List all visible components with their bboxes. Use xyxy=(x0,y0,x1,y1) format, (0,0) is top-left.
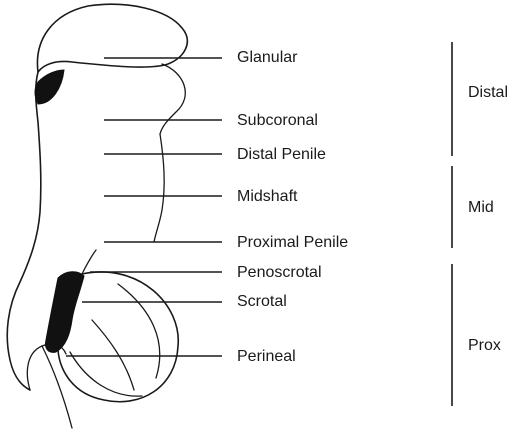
scrotal-fold-2 xyxy=(70,352,142,396)
lower-stem-line xyxy=(42,346,72,428)
label-midshaft: Midshaft xyxy=(237,188,298,205)
glans-outline xyxy=(37,4,187,72)
label-penoscrotal: Penoscrotal xyxy=(237,264,322,281)
level-labels: Glanular Subcoronal Distal Penile Midsha… xyxy=(237,49,348,365)
label-perineal: Perineal xyxy=(237,348,296,365)
label-scrotal: Scrotal xyxy=(237,293,287,310)
label-subcoronal: Subcoronal xyxy=(237,112,318,129)
group-label-distal: Distal xyxy=(468,84,508,101)
shaded-glans-region xyxy=(35,70,64,104)
anatomy-illustration xyxy=(7,4,187,428)
label-distal-penile: Distal Penile xyxy=(237,146,326,163)
perineum-contour xyxy=(27,344,66,390)
meatus-ridge xyxy=(82,250,96,274)
shaft-right-edge xyxy=(154,134,164,242)
scrotal-fold-1 xyxy=(118,284,160,378)
shaded-ventral-region xyxy=(45,272,84,353)
group-label-prox: Prox xyxy=(468,337,501,354)
body-left-contour xyxy=(7,72,41,390)
group-labels: Distal Mid Prox xyxy=(468,84,508,354)
leader-lines xyxy=(66,58,222,356)
label-proximal-penile: Proximal Penile xyxy=(237,234,348,251)
label-glanular: Glanular xyxy=(237,49,298,66)
corona-outline xyxy=(160,64,185,134)
group-label-mid: Mid xyxy=(468,199,494,216)
scrotal-fold-3 xyxy=(92,320,134,390)
